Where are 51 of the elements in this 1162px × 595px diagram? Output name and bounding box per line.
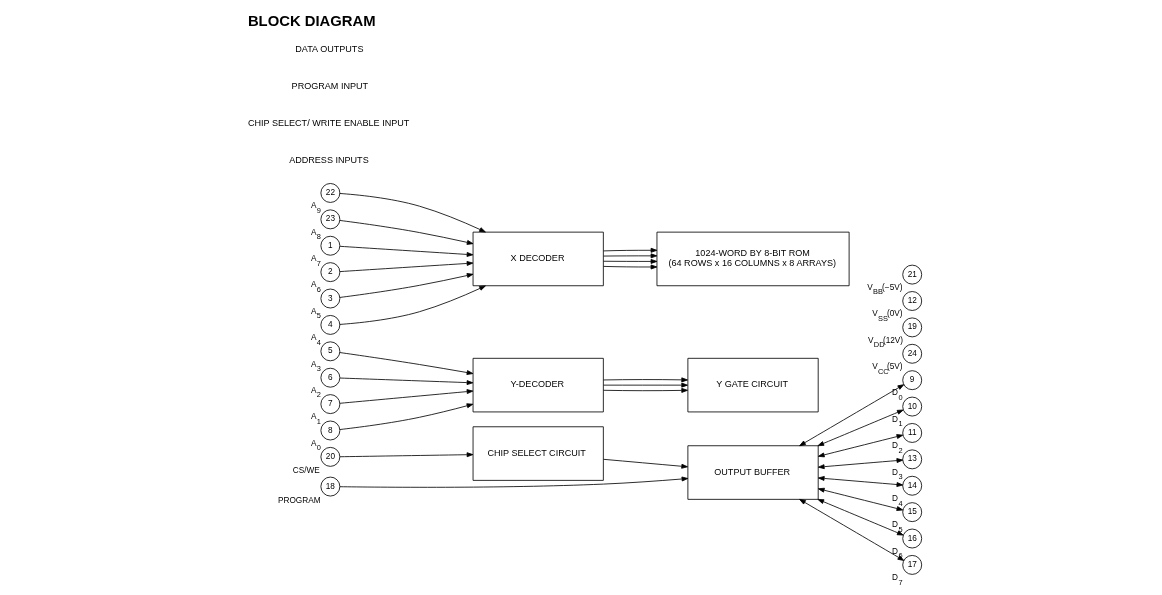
- node-label: CS/WE: [292, 465, 320, 475]
- arrow: [339, 403, 473, 430]
- node-circle: 21: [901, 264, 922, 285]
- arrow: [338, 193, 486, 233]
- arrow: [339, 261, 473, 272]
- node-label: PROGRAM: [277, 495, 321, 505]
- arrow: [817, 458, 903, 470]
- arrow: [602, 458, 688, 469]
- node-box: X DECODER: [472, 231, 604, 287]
- label: PROGRAM INPUT: [291, 80, 368, 91]
- arrow: [339, 452, 473, 458]
- arrow: [817, 434, 903, 458]
- node-circle: 2: [319, 262, 340, 283]
- arrow: [602, 387, 688, 393]
- arrow: [602, 253, 657, 259]
- arrow: [339, 245, 473, 257]
- node-box: Y GATE CIRCUIT: [687, 357, 819, 413]
- node-circle: 24: [901, 343, 922, 364]
- arrow: [602, 247, 657, 253]
- arrow: [602, 259, 657, 264]
- node-circle: 13: [901, 449, 922, 470]
- arrow: [817, 409, 904, 447]
- arrow: [339, 220, 473, 245]
- diagram-title: BLOCK DIAGRAM: [247, 12, 376, 29]
- arrow: [798, 498, 904, 561]
- arrow: [339, 389, 473, 404]
- node-box: 1024-WORD BY 8-BIT ROM (64 ROWS x 16 COLUMNS x 8 ARRAYS): [656, 231, 850, 287]
- arrow: [602, 382, 688, 388]
- node-box: Y-DECODER: [472, 357, 604, 413]
- label: DATA OUTPUTS: [294, 43, 363, 54]
- arrow: [339, 476, 688, 488]
- node-circle: 9: [901, 370, 922, 391]
- arrow: [602, 264, 657, 270]
- label: ADDRESS INPUTS: [288, 155, 369, 166]
- arrow: [339, 352, 473, 375]
- node-circle: 11: [901, 423, 922, 443]
- arrow: [339, 377, 473, 386]
- arrow: [817, 498, 904, 536]
- arrow: [602, 377, 688, 383]
- arrow: [338, 285, 486, 325]
- node-circle: 12: [901, 291, 922, 311]
- arrow: [339, 273, 473, 298]
- arrow: [817, 487, 903, 511]
- arrow: [798, 384, 904, 447]
- node-circle: 22: [319, 183, 340, 203]
- node-circle: 19: [901, 317, 922, 338]
- node-circle: 18: [319, 476, 340, 497]
- arrow: [817, 476, 903, 487]
- label: CHIP SELECT/ WRITE ENABLE INPUT: [247, 118, 409, 128]
- node-box: OUTPUT BUFFER: [687, 445, 819, 500]
- node-box: CHIP SELECT CIRCUIT: [472, 426, 604, 481]
